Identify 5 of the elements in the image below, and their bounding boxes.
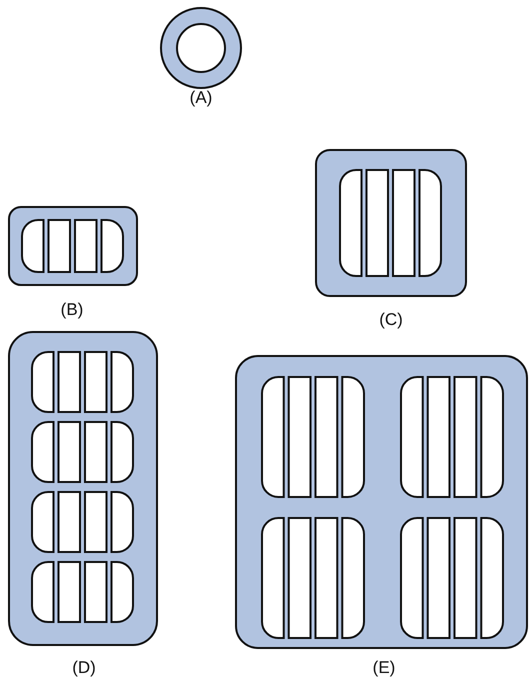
figure-label: (E) [372, 658, 396, 678]
figure-label: (C) [379, 310, 403, 330]
figure-label: (A) [190, 88, 212, 108]
figure-label: (B) [60, 300, 84, 320]
figure-label: (D) [72, 658, 96, 678]
